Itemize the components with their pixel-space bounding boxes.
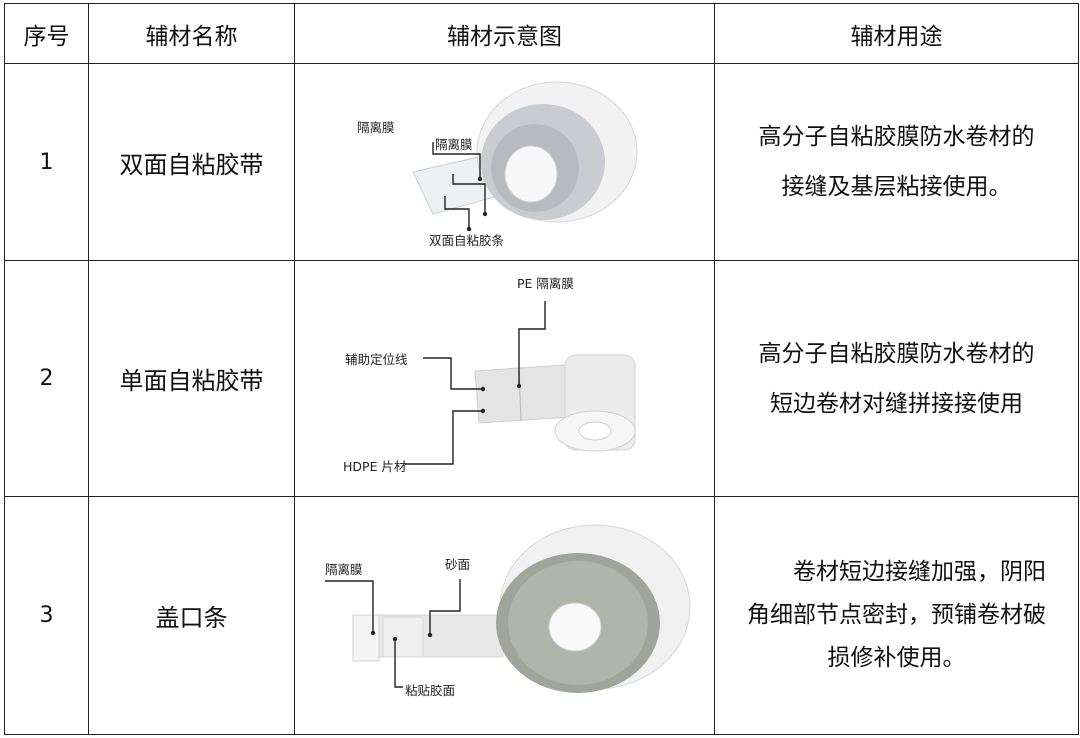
diagram-label: 砂面 bbox=[445, 557, 471, 572]
material-usage: 高分子自粘胶膜防水卷材的 短边卷材对缝拼接接使用 bbox=[714, 260, 1079, 497]
usage-line: 卷材短边接缝加强，阴阳 bbox=[793, 559, 1046, 585]
usage-line: 高分子自粘胶膜防水卷材的 bbox=[758, 124, 1035, 150]
material-diagram: PE 隔离膜 辅助定位线 HDPE 片材 bbox=[294, 260, 715, 497]
diagram-label: HDPE 片材 bbox=[343, 459, 407, 474]
row-number: 1 bbox=[4, 63, 89, 261]
material-usage: 高分子自粘胶膜防水卷材的 接缝及基层粘接使用。 bbox=[714, 63, 1079, 261]
material-diagram: 隔离膜 隔离膜 双面自粘胶条 bbox=[294, 63, 715, 261]
row-number: 2 bbox=[4, 260, 89, 497]
table-row: 1 双面自粘胶带 bbox=[4, 63, 1079, 261]
materials-table: 序号 辅材名称 辅材示意图 辅材用途 1 双面自粘胶带 bbox=[4, 3, 1079, 735]
material-name: 盖口条 bbox=[88, 496, 295, 735]
header-name: 辅材名称 bbox=[88, 3, 295, 64]
material-usage: 卷材短边接缝加强，阴阳 角细部节点密封，预铺卷材破 损修补使用。 bbox=[714, 496, 1079, 735]
usage-line: 角细部节点密封，预铺卷材破 bbox=[747, 602, 1046, 628]
material-name: 单面自粘胶带 bbox=[88, 260, 295, 497]
usage-line: 高分子自粘胶膜防水卷材的 bbox=[758, 340, 1035, 367]
single-sided-tape-illustration bbox=[405, 301, 636, 465]
table-row: 2 单面自粘胶带 bbox=[4, 260, 1079, 497]
diagram-label: 辅助定位线 bbox=[345, 352, 408, 367]
material-name: 双面自粘胶带 bbox=[88, 63, 295, 261]
header-usage: 辅材用途 bbox=[714, 3, 1079, 64]
material-diagram: 隔离膜 砂面 粘贴胶面 bbox=[294, 496, 715, 735]
diagram-label: PE 隔离膜 bbox=[517, 276, 574, 291]
cover-strip-illustration bbox=[325, 524, 691, 693]
diagram-label: 粘贴胶面 bbox=[405, 683, 456, 698]
diagram-label: 隔离膜 bbox=[357, 120, 395, 135]
double-sided-tape-illustration bbox=[412, 81, 638, 232]
header-diagram: 辅材示意图 bbox=[294, 3, 715, 64]
usage-line: 短边卷材对缝拼接接使用 bbox=[770, 390, 1023, 417]
header-row: 序号 辅材名称 辅材示意图 辅材用途 bbox=[4, 3, 1079, 64]
row-number: 3 bbox=[4, 496, 89, 735]
header-serial: 序号 bbox=[4, 3, 89, 64]
table-row: 3 盖口条 bbox=[4, 496, 1079, 735]
diagram-label: 隔离膜 bbox=[325, 562, 363, 577]
diagram-label: 双面自粘胶条 bbox=[429, 233, 505, 248]
usage-line: 损修补使用。 bbox=[827, 645, 966, 671]
usage-line: 接缝及基层粘接使用。 bbox=[781, 174, 1012, 200]
diagram-label: 隔离膜 bbox=[435, 137, 473, 152]
